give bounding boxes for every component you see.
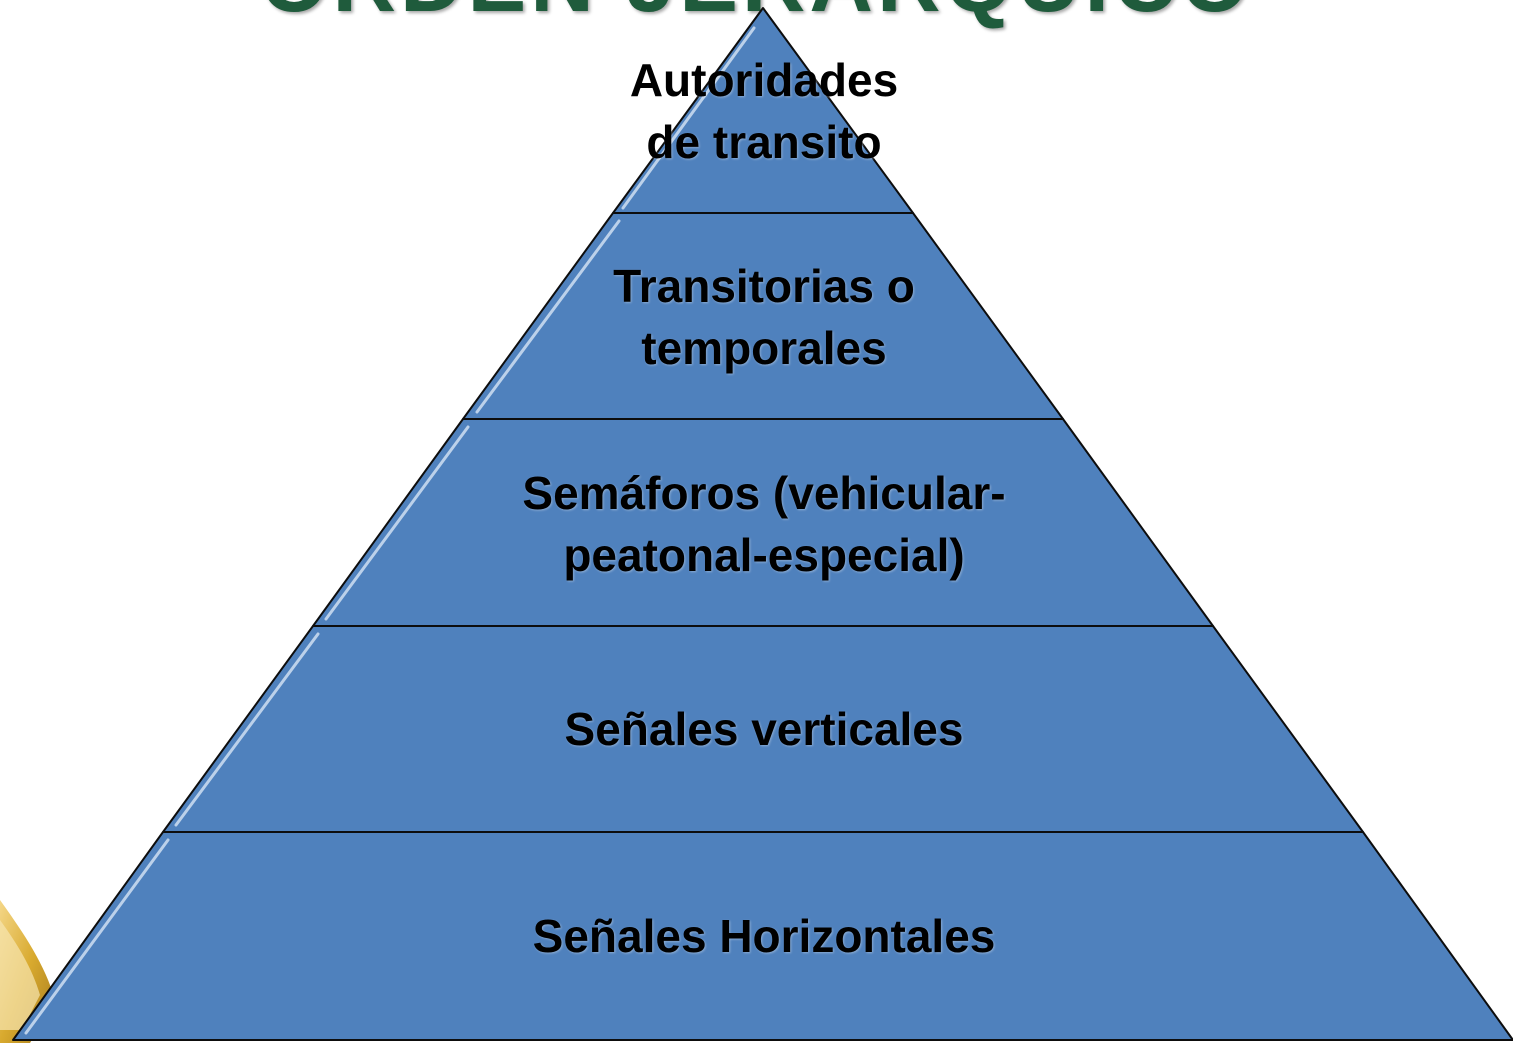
tier-5-label: Señales Horizontales — [406, 905, 1122, 967]
tier-5 — [12, 831, 1513, 1041]
tier-3-label-line-2: peatonal-especial) — [563, 529, 965, 581]
tier-1-label-line-2: de transito — [646, 116, 882, 168]
tier-5-label-line-1: Señales Horizontales — [532, 910, 996, 962]
tier-3-label: Semáforos (vehicular- peatonal-especial) — [406, 462, 1122, 586]
decorative-swoosh-light — [0, 920, 40, 1030]
tier-4-label-line-1: Señales verticales — [564, 703, 964, 755]
tier-4-label: Señales verticales — [406, 698, 1122, 760]
tier-1-label-line-1: Autoridades — [629, 54, 899, 106]
tier-2-label-line-1: Transitorias o — [613, 260, 915, 312]
tier-1-label: Autoridades de transito — [406, 49, 1122, 173]
tier-2-label: Transitorias o temporales — [406, 255, 1122, 379]
tier-2-label-line-2: temporales — [641, 322, 887, 374]
tier-3-label-line-1: Semáforos (vehicular- — [522, 467, 1006, 519]
